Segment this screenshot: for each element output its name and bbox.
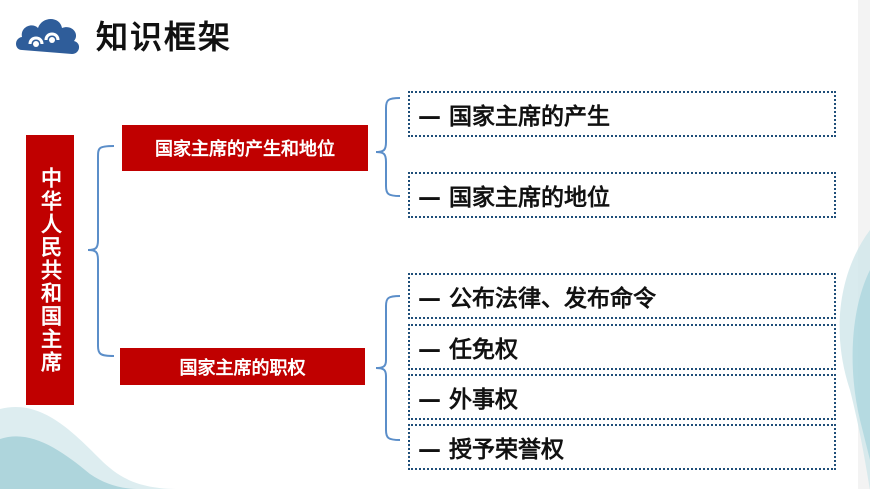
- root-node: 中华人民共和国主席: [26, 135, 74, 405]
- leaf-node: — 外事权: [408, 374, 836, 420]
- leaf-node: — 任免权: [408, 324, 836, 370]
- leaf-node: — 国家主席的产生: [408, 91, 836, 137]
- page-title: 知识框架: [96, 18, 233, 56]
- branch-node-origin-status: 国家主席的产生和地位: [122, 125, 368, 171]
- leaf-node: — 国家主席的地位: [408, 172, 836, 218]
- root-label: 中华人民共和国主席: [38, 166, 63, 374]
- branch-node-powers: 国家主席的职权: [120, 348, 365, 385]
- decorative-wave-right: [839, 230, 870, 490]
- leaf-node: — 授予荣誉权: [408, 424, 836, 470]
- leaf-node: — 公布法律、发布命令: [408, 273, 836, 319]
- decorative-wave-bottom-left: [0, 407, 180, 489]
- cloud-logo-icon: [16, 19, 80, 54]
